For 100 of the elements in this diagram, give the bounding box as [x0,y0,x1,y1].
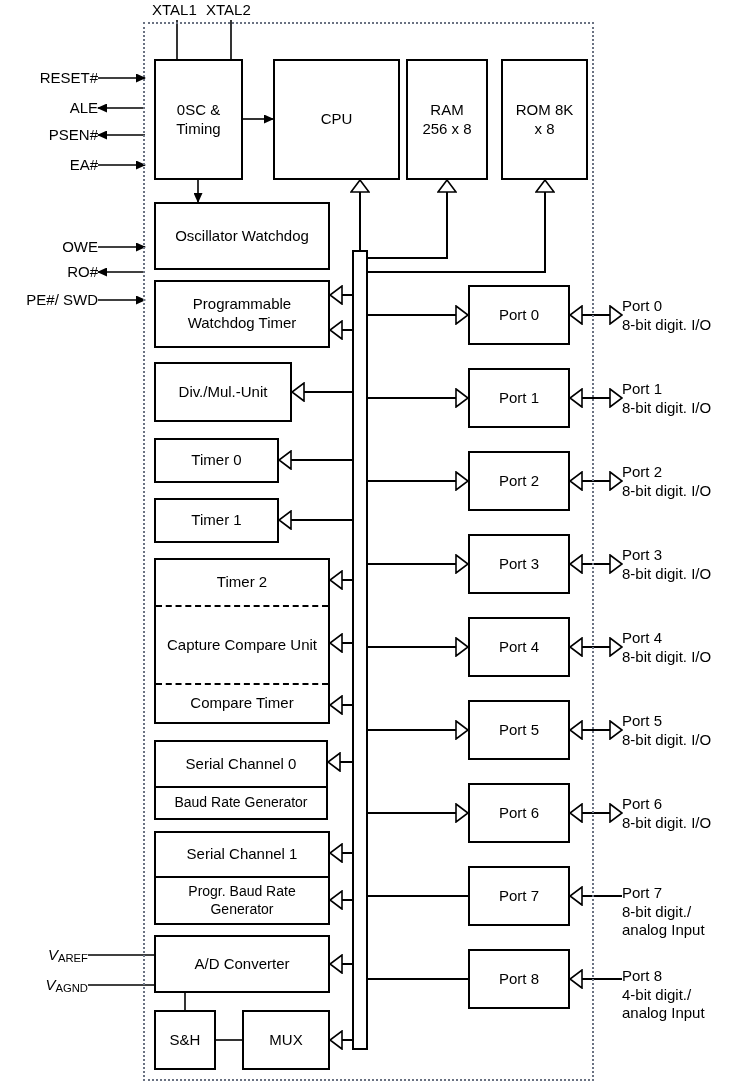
bus-arrow [569,471,623,491]
function-block [468,700,570,760]
function-block [468,783,570,843]
block-label: Progr. Baud Rate Generator [187,883,297,918]
pin-label: Port 2 [622,463,663,482]
function-block [154,59,243,180]
block-label: Port 8 [499,969,539,989]
block-label: Serial Channel 0 [185,754,297,774]
function-block [154,558,330,724]
pin-label: ALE [69,98,98,118]
block-label: Timer 0 [191,451,242,470]
block-label: Port 6 [499,803,539,823]
arrow [193,179,203,203]
pin-label: Port 8 [622,966,663,986]
pin-label: Port 4 [622,629,663,648]
function-block [468,368,570,428]
pin-label: 4-bit digit./ analog Input [622,985,706,1024]
block-label: RAM 256 x 8 [421,100,473,139]
bus-arrow [367,179,457,259]
bus-arrow [569,803,623,823]
connector-line [184,992,186,1011]
pin-label: V$_{AGND}$ [45,975,88,995]
chip-boundary [145,24,592,1079]
function-block [154,740,328,820]
block-label: Div./Mul.-Unit [178,382,268,402]
block-label: Port 0 [499,305,539,325]
block-label: Oscillator Watchdog [175,226,309,246]
arrow [242,114,274,124]
pin-label: Port 5 [622,712,663,731]
pin-label: 8-bit digit. I/O [622,399,712,418]
block-label: Capture Compare Unit [166,635,318,655]
pin-label: 8-bit digit. I/O [622,814,712,833]
bus-arrow [329,843,353,863]
bus-arrow [367,720,469,740]
function-block [154,438,279,483]
connector-line [87,984,155,986]
function-block [273,59,400,180]
arrow [97,130,146,140]
bus-arrow [569,720,623,740]
bus-arrow [329,1030,353,1050]
bus-arrow [278,450,353,470]
pin-label: 8-bit digit. I/O [622,482,712,501]
bus-arrow [569,637,623,657]
block-label: Port 3 [499,554,539,574]
function-block [154,1010,216,1070]
block-label: ROM 8K x 8 [514,100,575,139]
function-block [154,498,279,543]
pin-label: OWE [62,237,98,257]
pin-label: Port 0 [622,297,663,316]
pin-label: RESET# [39,68,98,88]
block-label: S&H [169,1030,201,1050]
bus-arrow [291,382,353,402]
block-label: MUX [269,1030,303,1050]
block-label: Port 1 [499,388,539,408]
function-block [468,949,570,1009]
pin-label: 8-bit digit. I/O [622,565,712,584]
connector-line [215,1039,243,1041]
pin-label: 8-bit digit. I/O [622,316,712,335]
block-label: 0SC & Timing [175,100,222,139]
function-block [242,1010,330,1070]
arrow [97,242,146,252]
bus-arrow [367,554,469,574]
bus-arrow [569,554,623,574]
bus-arrow [569,388,623,408]
block-label: CPU [320,110,353,129]
function-block [468,866,570,926]
bus-arrow [367,305,469,325]
arrow [97,267,146,277]
function-block [154,202,330,270]
block-label: Compare Timer [190,694,294,713]
function-block [468,617,570,677]
bus-arrow [329,890,353,910]
pin-label: Port 3 [622,546,663,565]
block-label: A/D Converter [194,954,290,974]
block-label: Port 4 [499,637,539,657]
pin-label: 8-bit digit. I/O [622,731,712,750]
bus-arrow [278,510,353,530]
bus-arrow [329,320,353,340]
arrow [97,73,146,83]
function-block [154,362,292,422]
block-label: Port 5 [499,720,539,740]
block-label: Serial Channel 1 [186,845,298,864]
bus-arrow [329,570,353,590]
function-block [468,285,570,345]
function-block [406,59,488,180]
bus-arrow [350,179,370,251]
pin-label: PSEN# [48,125,98,145]
block-label: Timer 1 [191,511,242,530]
pin-label: PE#/ SWD [26,290,98,310]
function-block [468,534,570,594]
pin-label: 8-bit digit./ analog Input [622,902,706,941]
bus-arrow [367,179,555,273]
pin-label: XTAL2 [206,0,251,20]
block-label: Baud Rate Generator [174,794,308,812]
bus-arrow [367,803,469,823]
bus-arrow [329,285,353,305]
block-label: Port 2 [499,471,539,491]
pin-label: XTAL1 [152,0,197,20]
function-block [501,59,588,180]
pin-label: RO# [67,262,98,282]
